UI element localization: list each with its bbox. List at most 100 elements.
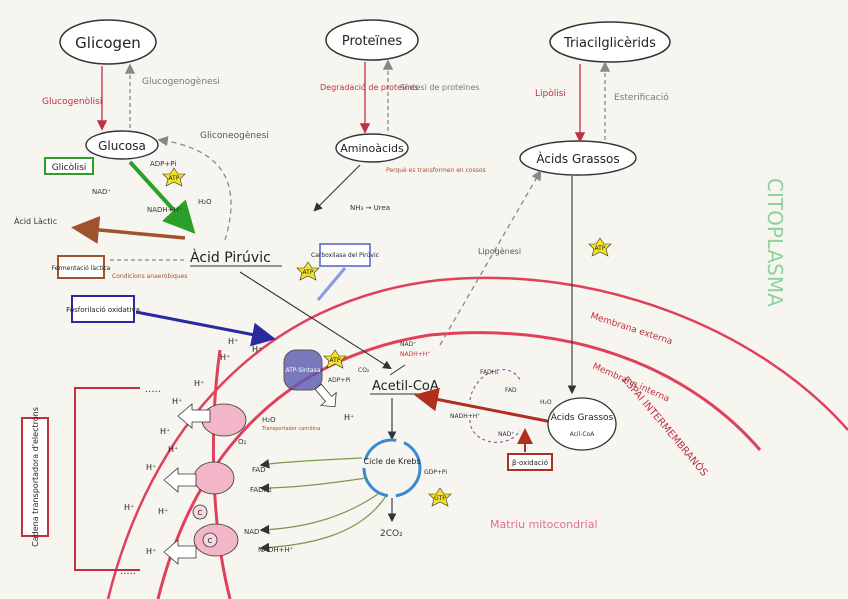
- atp-fatty-label: ATP: [595, 245, 606, 252]
- etc-fad-label: FAD: [252, 466, 266, 474]
- outer-membrane: [106, 276, 848, 599]
- etc-o2-label: O₂: [238, 438, 247, 446]
- proteins-label: Proteïnes: [342, 34, 403, 49]
- etc-complex-2: [193, 461, 235, 495]
- oxidative-phosphorylation-box: [71, 295, 135, 323]
- etc-fadh2-label: FADH₂: [250, 486, 272, 494]
- beta-fad-loop: [469, 369, 521, 401]
- atp-star-fatty: ATP: [588, 237, 612, 257]
- proton-7: H⁺: [168, 445, 178, 454]
- glycogenolysis-label: Glucogenòlisi: [42, 96, 102, 107]
- etc-dots-bottom: .....: [120, 566, 136, 577]
- proton-6: H⁺: [160, 427, 170, 436]
- lactic-acid-label: Àcid Làctic: [14, 215, 57, 226]
- cytochrome-c-1-label: C: [198, 509, 203, 517]
- glycogen-label: Glicogen: [75, 34, 141, 52]
- transfer-note: Transportador carnitina: [261, 426, 320, 432]
- proton-12: H⁺: [344, 413, 354, 422]
- etc-nadh-label: NADH+H⁺: [258, 546, 294, 554]
- glucose-node: Glucosa: [85, 130, 159, 160]
- proteins-cloud: Proteïnes: [325, 19, 419, 61]
- proton-11: H⁺: [146, 547, 156, 556]
- carboxylase-arrow: [316, 267, 347, 301]
- krebs-fadh2-arrow: [259, 477, 367, 493]
- atp-star-pyruvate: ATP: [296, 261, 320, 281]
- proton-3: H⁺: [220, 353, 230, 362]
- etc-label-box: [21, 417, 49, 537]
- atp-glycolysis-label: ATP: [169, 175, 180, 182]
- cytochrome-c-2: [202, 532, 218, 548]
- proton-4: H⁺: [194, 379, 204, 388]
- pyruvate-carboxylase-label: Carboxilasa del Pirúvic: [311, 252, 379, 259]
- proton-10: H⁺: [158, 507, 168, 516]
- glycolysis-nadh-label: NADH+H⁺: [147, 206, 183, 214]
- acetyl-coa-label: Acetil-CoA: [372, 379, 439, 394]
- pyruvic-acid-label: Àcid Pirúvic: [190, 249, 271, 266]
- acetyl-nad-branch: [389, 364, 406, 376]
- glycolysis-arrow: [128, 160, 196, 234]
- matrix-label: Matriu mitocondrial: [490, 518, 598, 531]
- krebs-nadh-arrow: [259, 495, 387, 553]
- glycolysis-h2o-label: H₂O: [198, 198, 212, 206]
- etc-h2o-label: H₂O: [262, 416, 276, 424]
- beta-nad-label: NAD⁺: [498, 431, 514, 438]
- gdp-label: GDP+Pi: [424, 469, 447, 476]
- gtp-star: GTP: [428, 487, 452, 507]
- beta-nad-loop: [469, 419, 521, 443]
- proton-pump-arrow-3: [163, 539, 197, 565]
- mito-fatty-acids-node: Àcids Grassos Acil-CoA: [547, 397, 617, 451]
- triacylglycerols-cloud: Triacilglicèrids: [549, 21, 671, 63]
- amino-acids-label: Aminoàcids: [340, 142, 404, 155]
- cytochrome-c-1: [192, 504, 208, 520]
- proton-5: H⁺: [172, 397, 182, 406]
- atp-synthase-proton-arrow: [314, 383, 337, 408]
- glycolysis-box: [44, 157, 94, 175]
- mito-fatty-acids-label: Àcids Grassos: [551, 411, 614, 423]
- beta-fad-label: FAD: [505, 387, 517, 394]
- nh3-urea-label: NH₃ → Urea: [350, 204, 390, 212]
- proton-8: H⁺: [146, 463, 156, 472]
- etc-nad-label: NAD⁺: [244, 528, 263, 536]
- krebs-fad-arrow: [259, 457, 363, 469]
- amino-to-urea-arrow: [313, 164, 361, 212]
- etc-bracket: [74, 387, 140, 571]
- atp-synthase-adp-label: ADP+Pi: [328, 377, 351, 384]
- beta-oxidation-box: [507, 453, 553, 471]
- krebs-cycle: [362, 438, 422, 498]
- beta-oxidation-label: β-oxidació: [512, 459, 548, 467]
- glycogen-cloud: Glicogen: [59, 19, 157, 65]
- acyl-coa-label: Acil-CoA: [570, 431, 596, 438]
- fatty-acids-node: Àcids Grassos: [519, 140, 637, 176]
- beta-h2o-label: H₂O: [540, 399, 552, 406]
- triacylglycerols-label: Triacilglicèrids: [563, 36, 656, 51]
- lactic-fermentation-label: Fermentació làctica: [52, 265, 111, 272]
- anaerobic-conditions-label: Condicions anaeròbiques: [112, 273, 187, 280]
- protein-degradation-label: Degradació de proteïnes: [320, 82, 418, 92]
- glycogenogenesis-label: Glucogenogènesi: [142, 76, 220, 87]
- beta-nadh-label: NADH+H⁺: [450, 413, 480, 420]
- cytochrome-c-2-label: C: [208, 537, 213, 545]
- glycolysis-label: Glicòlisi: [52, 162, 87, 173]
- proton-pump-arrow-1: [177, 403, 211, 429]
- lactic-fermentation-box: [57, 255, 105, 279]
- oxidative-phosphorylation-arrow: [135, 310, 276, 347]
- oxidative-phosphorylation-label: Fosforilació oxidativa: [66, 306, 140, 314]
- atp-synthase-label: ATP-Sintasa: [285, 367, 320, 374]
- atp-pyruvate-label: ATP: [303, 269, 314, 276]
- lipogenesis-arrow: [439, 169, 542, 346]
- acetyl-nadh-label: NADH+H⁺: [400, 351, 430, 358]
- gluconeogenesis-arrow: [157, 135, 232, 241]
- glucose-label: Glucosa: [98, 139, 146, 153]
- proton-pump-arrow-2: [163, 467, 197, 493]
- atp-mito-label: ATP: [330, 357, 341, 364]
- co2-label: 2CO₂: [380, 529, 403, 539]
- atp-synthase: ATP-Sintasa: [283, 349, 323, 391]
- glycolysis-adp-label: ADP+Pi: [150, 160, 176, 168]
- gluconeogenesis-label: Gliconeogènesi: [200, 130, 269, 141]
- protein-synthesis-label: Síntesi de proteïnes: [400, 83, 479, 92]
- krebs-nad-arrow: [259, 493, 379, 535]
- proton-2: H⁺: [252, 345, 262, 354]
- lipolysis-label: Lipòlisi: [535, 88, 566, 99]
